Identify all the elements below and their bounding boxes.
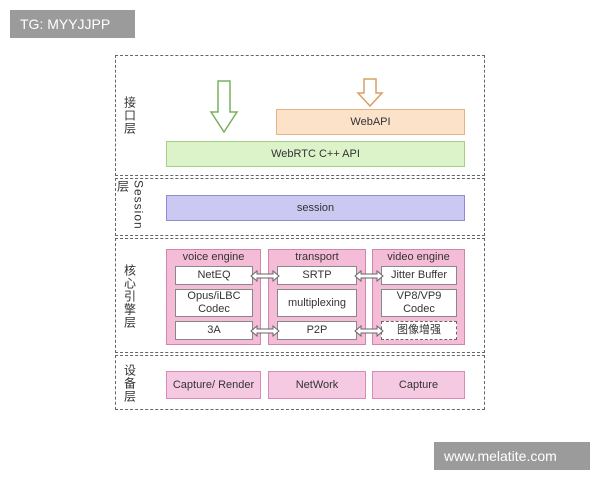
opus-ilbc-codec-box: Opus/iLBC Codec <box>175 289 253 317</box>
bidirectional-arrow-icon <box>250 270 280 282</box>
voice-engine-title: voice engine <box>182 251 245 263</box>
site-url-badge: www.melatite.com <box>434 442 590 470</box>
p2p-box: P2P <box>277 321 357 340</box>
jitter-buffer-box: Jitter Buffer <box>381 266 457 285</box>
down-arrow-icon <box>209 80 239 134</box>
watermark-text: TG: MYYJJPP <box>20 16 111 32</box>
multiplexing-box: multiplexing <box>277 289 357 317</box>
transport-title: transport <box>295 251 339 263</box>
down-arrow-icon <box>356 78 384 108</box>
image-enhancement-box: 图像增强 <box>381 321 457 340</box>
webapi-box: WebAPI <box>276 109 465 135</box>
webrtc-cpp-api-box: WebRTC C++ API <box>166 141 465 167</box>
session-layer <box>115 178 485 236</box>
interface-layer-label: 接口层 <box>122 95 137 135</box>
video-engine-title: video engine <box>387 251 450 263</box>
watermark-badge: TG: MYYJJPP <box>10 10 135 38</box>
device-layer <box>115 355 485 410</box>
bidirectional-arrow-icon <box>354 270 384 282</box>
device-layer-label: 设备层 <box>122 363 137 403</box>
neteq-box: NetEQ <box>175 266 253 285</box>
vp8-vp9-codec-box: VP8/VP9 Codec <box>381 289 457 317</box>
session-layer-label: Session层 <box>115 180 146 230</box>
session-box: session <box>166 195 465 221</box>
capture-render-box: Capture/ Render <box>166 371 261 399</box>
3a-box: 3A <box>175 321 253 340</box>
network-box: NetWork <box>268 371 366 399</box>
engine-layer <box>115 238 485 353</box>
site-url-text: www.melatite.com <box>444 448 557 464</box>
interface-layer <box>115 55 485 176</box>
engine-layer-label: 核心引擎层 <box>122 263 137 329</box>
srtp-box: SRTP <box>277 266 357 285</box>
capture-box: Capture <box>372 371 465 399</box>
bidirectional-arrow-icon <box>250 325 280 337</box>
bidirectional-arrow-icon <box>354 325 384 337</box>
